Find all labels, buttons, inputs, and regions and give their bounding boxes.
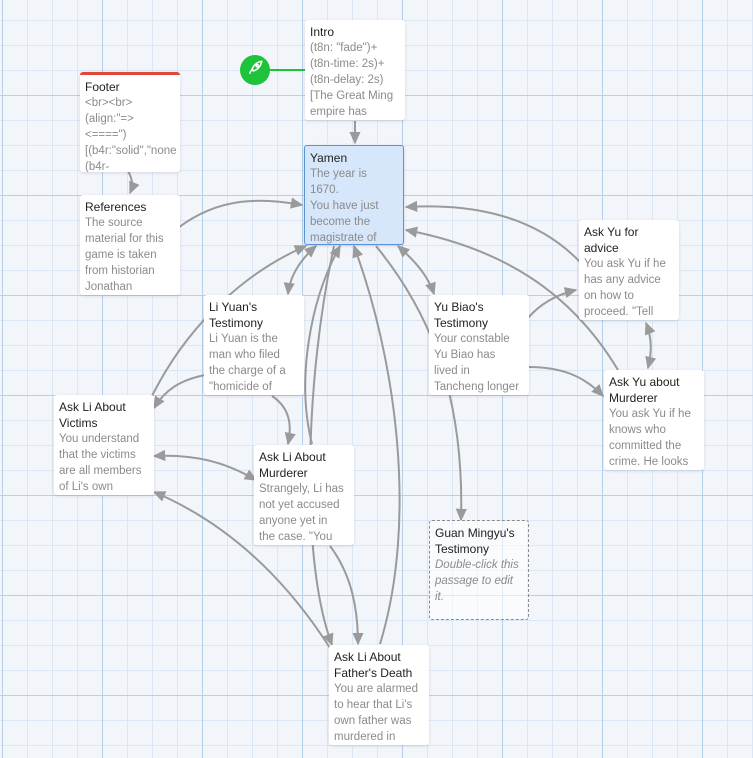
link-liyuan-limurderer [271,395,296,446]
passage-excerpt: You are alarmed to hear that Li's own fa… [334,683,418,743]
passage-excerpt: You ask Yu if he knows who committed the… [609,408,691,468]
passage-title: Ask Yu for advice [584,225,639,255]
link-yubiao-advice [527,287,578,319]
passage-guan-mingyu-testimony[interactable]: Guan Mingyu's Testimony Double-click thi… [429,520,529,620]
passage-excerpt: Li Yuan is the man who filed the charge … [209,333,286,393]
passage-excerpt: The source material for this game is tak… [85,217,164,293]
link-liyuan-victims [153,374,206,410]
start-connector [268,69,305,71]
link-advice-yumurderer [644,321,657,370]
link-victims-limurderer [152,449,258,481]
rocket-icon [246,59,264,82]
passage-excerpt: Your constable Yu Biao has lived in Tanc… [434,333,520,393]
link-yubiao-yamen [396,245,436,296]
start-passage-marker[interactable] [240,55,270,85]
passage-excerpt: You understand that the victims are all … [59,433,142,493]
passage-li-yuan-testimony[interactable]: Li Yuan's Testimony Li Yuan is the man w… [204,295,304,395]
passage-title: Intro [310,25,335,39]
link-liyuan-yamen [283,245,318,296]
link-footer-references [127,170,140,195]
passage-ask-li-father[interactable]: Ask Li About Father's Death You are alar… [329,645,429,745]
passage-ask-li-victims[interactable]: Ask Li About Victims You understand that… [54,395,154,495]
link-limurderer-father [329,545,364,646]
passage-intro[interactable]: Intro (t8n: "fade")+ (t8n-time: 2s)+ (t8… [305,20,405,120]
passage-title: References [85,200,147,214]
passage-references[interactable]: References The source material for this … [80,195,180,295]
passage-title: Footer [85,80,120,94]
passage-excerpt: Strangely, Li has not yet accused anyone… [259,483,344,543]
passage-title: Yu Biao's Testimony [434,300,489,330]
passage-yu-biao-testimony[interactable]: Yu Biao's Testimony Your constable Yu Bi… [429,295,529,395]
passage-excerpt: Double-click this passage to edit it. [435,559,519,603]
link-advice-yamen [404,200,581,263]
passage-title: Li Yuan's Testimony [209,300,264,330]
passage-title: Ask Li About Victims [59,400,126,430]
passage-excerpt: (t8n: "fade")+ (t8n-time: 2s)+ (t8n-dela… [310,42,394,118]
passage-ask-li-murderer[interactable]: Ask Li About Murderer Strangely, Li has … [254,445,354,545]
link-references-yamen [177,197,304,229]
passage-title: Ask Yu about Murderer [609,375,680,405]
passage-excerpt: The year is 1670. You have just become t… [310,168,379,244]
passage-ask-yu-advice[interactable]: Ask Yu for advice You ask Yu if he has a… [579,220,679,320]
passage-yamen[interactable]: Yamen The year is 1670. You have just be… [304,145,404,245]
passage-title: Yamen [310,151,348,165]
passage-excerpt: <br><br> (align:"=> <====") [(b4r:"solid… [85,97,177,172]
link-yubiao-yumurderer [527,366,604,398]
link-limurderer-yamen [304,244,341,445]
passage-excerpt: You ask Yu if he has any advice on how t… [584,258,666,318]
link-father-yamen [352,244,401,645]
passage-title: Ask Li About Father's Death [334,650,413,680]
passage-title: Ask Li About Murderer [259,450,326,480]
passage-ask-yu-murderer[interactable]: Ask Yu about Murderer You ask Yu if he k… [604,370,704,470]
passage-title: Guan Mingyu's Testimony [435,526,515,556]
passage-footer[interactable]: Footer <br><br> (align:"=> <====") [(b4r… [80,72,180,172]
